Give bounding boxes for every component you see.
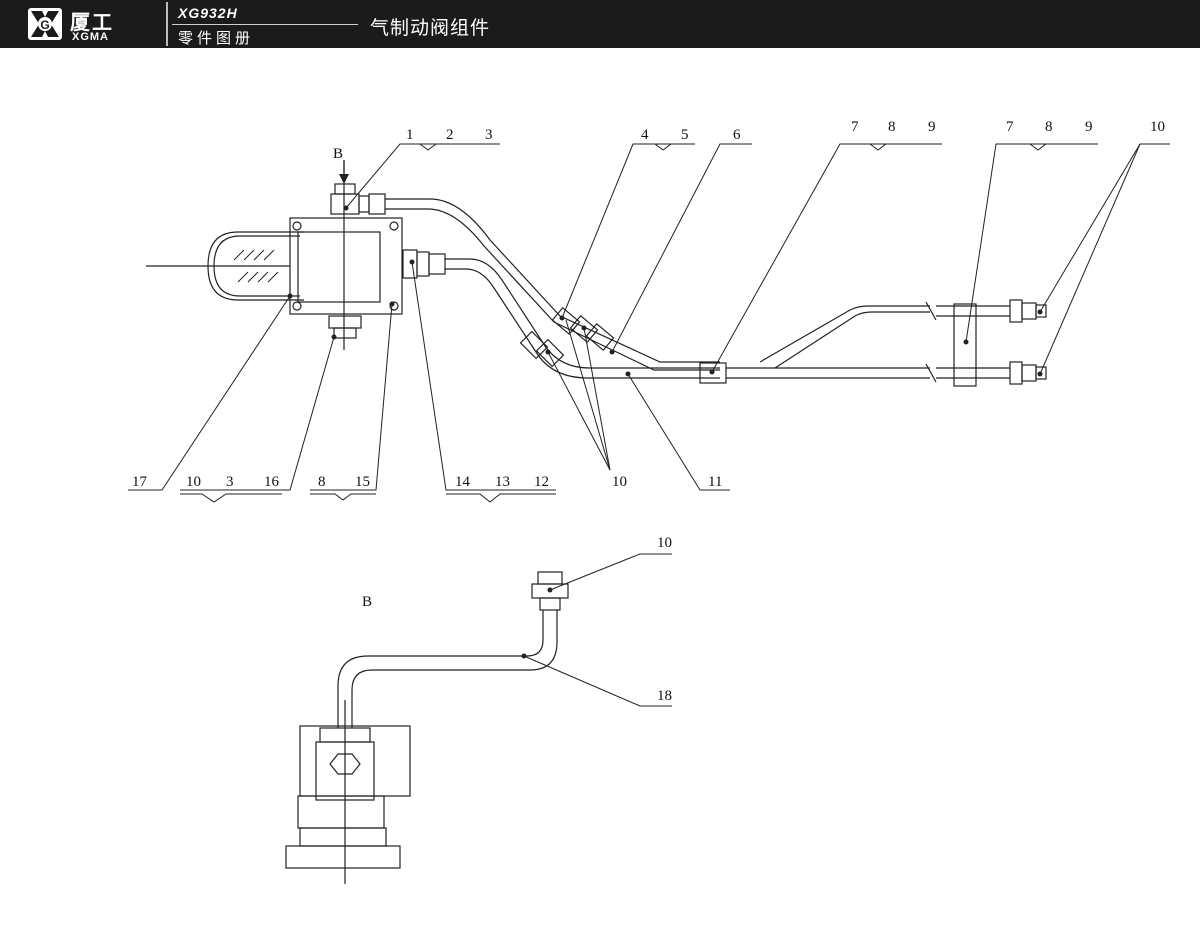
- leader-dots: [287, 205, 1043, 377]
- pipe-clamp: [699, 362, 727, 384]
- bolt-hole: [292, 301, 302, 311]
- view-b-hex-nut: [329, 753, 361, 775]
- view-b-pipe-wall: [351, 610, 558, 728]
- bottom-fitting-plug: [333, 327, 357, 339]
- end-fitting-lower: [1021, 364, 1037, 382]
- end-fitting-upper-nut: [1009, 299, 1023, 323]
- view-b-spacer: [299, 827, 387, 847]
- callout-10: 10: [1150, 119, 1165, 135]
- view-arrow-label: B: [333, 146, 343, 162]
- callout-7: 7: [1006, 119, 1014, 135]
- view-b-label: B: [362, 594, 372, 610]
- view-b-top-cap: [537, 571, 563, 585]
- callout-8: 8: [888, 119, 896, 135]
- handle-hatching: [233, 249, 279, 283]
- brand-name-en: XGMA: [72, 31, 109, 43]
- catalog-label: 零件图册: [178, 30, 255, 47]
- callout-6: 6: [733, 127, 741, 143]
- brake-handle-outline: [207, 231, 304, 301]
- mid-fittings: [519, 306, 615, 368]
- valve-body: [289, 217, 403, 315]
- view-b-detail: [285, 571, 569, 884]
- page-header: G 厦工 XGMA XG932H 零件图册 气制动阀组件: [0, 0, 1200, 48]
- callout-12: 12: [534, 474, 549, 490]
- top-fitting-cap: [334, 183, 356, 195]
- callout-18: 18: [657, 688, 672, 704]
- pipe-lower-wall: [445, 268, 720, 379]
- callout-14: 14: [455, 474, 471, 490]
- header-divider: [166, 2, 168, 46]
- pipe-upper-wall: [385, 208, 720, 371]
- page-title: 气制动阀组件: [370, 18, 491, 39]
- break-mark: [925, 301, 937, 321]
- side-fitting-body: [428, 253, 446, 275]
- callout-10: 10: [186, 474, 201, 490]
- callout-9: 9: [1085, 119, 1093, 135]
- view-b-dots: [521, 587, 553, 659]
- callout-10: 10: [657, 535, 672, 551]
- view-b-base: [297, 795, 385, 829]
- top-fitting-coupler: [358, 195, 370, 213]
- header-rule: [172, 24, 358, 25]
- callout-10: 10: [612, 474, 627, 490]
- pipe-long-upper-wall: [774, 311, 930, 369]
- pipe-upper: [385, 198, 720, 363]
- bolt-hole: [292, 221, 302, 231]
- pipe-right-lower: [936, 367, 1010, 379]
- callout-17: 17: [132, 474, 148, 490]
- callout-5: 5: [681, 127, 689, 143]
- pipe-right-upper: [936, 305, 1010, 317]
- bolt-hole: [389, 301, 399, 311]
- view-b-leaders: [523, 553, 672, 707]
- callout-9: 9: [928, 119, 936, 135]
- side-fitting: [402, 249, 418, 279]
- leader-lines: [128, 143, 1170, 491]
- view-b-arrow: B: [333, 146, 349, 184]
- callout-15: 15: [355, 474, 370, 490]
- callout-braces: [180, 143, 1098, 503]
- callout-3: 3: [485, 127, 493, 143]
- callout-7: 7: [851, 119, 859, 135]
- callout-8: 8: [1045, 119, 1053, 135]
- brand-name-cn: 厦工: [70, 12, 114, 34]
- view-b-flange: [285, 845, 401, 869]
- callout-8: 8: [318, 474, 326, 490]
- end-fitting-lower-cap: [1035, 366, 1047, 380]
- top-fitting-body: [368, 193, 386, 215]
- view-b-top-coupler: [539, 597, 561, 611]
- view-b-pipe: [337, 610, 544, 728]
- end-fitting-upper: [1021, 302, 1037, 320]
- callout-labels: 1 2 3 4 5 6 7 8 9 7 8 9 10 17 10 3 16 8 …: [132, 119, 1165, 704]
- callout-3: 3: [226, 474, 234, 490]
- end-fitting-upper-cap: [1035, 304, 1047, 318]
- bolt-hole: [389, 221, 399, 231]
- brake-handle: [213, 235, 300, 297]
- valve-body-inner: [297, 231, 381, 303]
- right-bracket: [953, 303, 977, 387]
- model-number: XG932H: [178, 5, 238, 21]
- callout-13: 13: [495, 474, 510, 490]
- callout-16: 16: [264, 474, 280, 490]
- svg-text:G: G: [40, 18, 49, 32]
- xgma-logo-icon: G: [28, 8, 62, 40]
- end-fitting-lower-nut: [1009, 361, 1023, 385]
- pipe-long-upper: [759, 305, 930, 363]
- callout-2: 2: [446, 127, 454, 143]
- main-assembly: [146, 160, 1047, 387]
- pipe-lower: [445, 258, 720, 369]
- callout-1: 1: [406, 127, 414, 143]
- bottom-fitting: [328, 315, 362, 329]
- callout-4: 4: [641, 127, 649, 143]
- callout-11: 11: [708, 474, 722, 490]
- side-fitting-nut: [416, 251, 430, 277]
- break-mark: [925, 363, 937, 383]
